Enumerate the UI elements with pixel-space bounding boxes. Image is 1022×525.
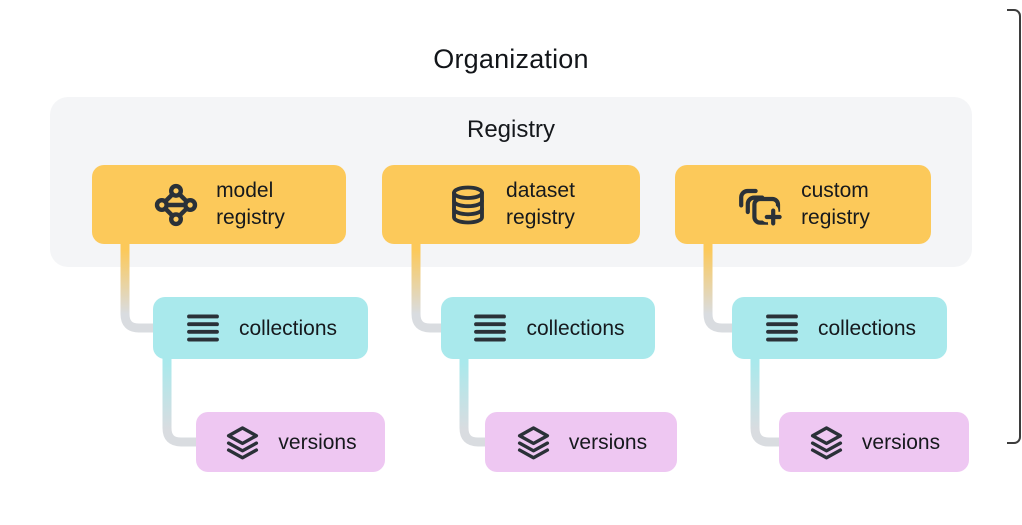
node-label: collections (817, 316, 917, 340)
versions-node-3: versions (779, 412, 969, 472)
node-label: collections (526, 316, 625, 340)
connector-collections-to-versions-1 (162, 354, 201, 447)
node-label: versions (861, 430, 941, 454)
custom-registry-node: custom registry (675, 165, 931, 244)
dataset-registry-node: dataset registry (382, 165, 640, 244)
collections-node-3: collections (732, 297, 947, 359)
layers-icon (224, 424, 261, 461)
registry-group-label: Registry (466, 116, 556, 143)
node-label: collections (238, 316, 338, 340)
connector-custom-to-collections (703, 238, 737, 333)
connector-collections-to-versions-2 (459, 354, 490, 447)
layers-icon (515, 424, 552, 461)
window-edge-line (1007, 9, 1021, 444)
list-lines-icon (763, 309, 801, 347)
connector-collections-to-versions-3 (750, 354, 784, 447)
versions-node-2: versions (485, 412, 677, 472)
node-label: custom registry (801, 179, 870, 229)
model-registry-node: model registry (92, 165, 346, 244)
collections-node-2: collections (441, 297, 655, 359)
layers-icon (808, 424, 845, 461)
organization-title: Organization (433, 44, 589, 74)
versions-node-1: versions (196, 412, 385, 472)
stacked-squares-plus-icon (736, 181, 785, 229)
list-lines-icon (184, 309, 222, 347)
node-label: model registry (216, 179, 285, 229)
connector-dataset-to-collections (411, 238, 446, 333)
node-label: versions (278, 430, 357, 454)
database-icon (447, 184, 489, 226)
node-label: versions (568, 430, 648, 454)
collections-node-1: collections (153, 297, 368, 359)
model-graph-icon (153, 182, 199, 228)
connector-model-to-collections (120, 238, 158, 333)
list-lines-icon (471, 309, 509, 347)
node-label: dataset registry (506, 179, 575, 229)
